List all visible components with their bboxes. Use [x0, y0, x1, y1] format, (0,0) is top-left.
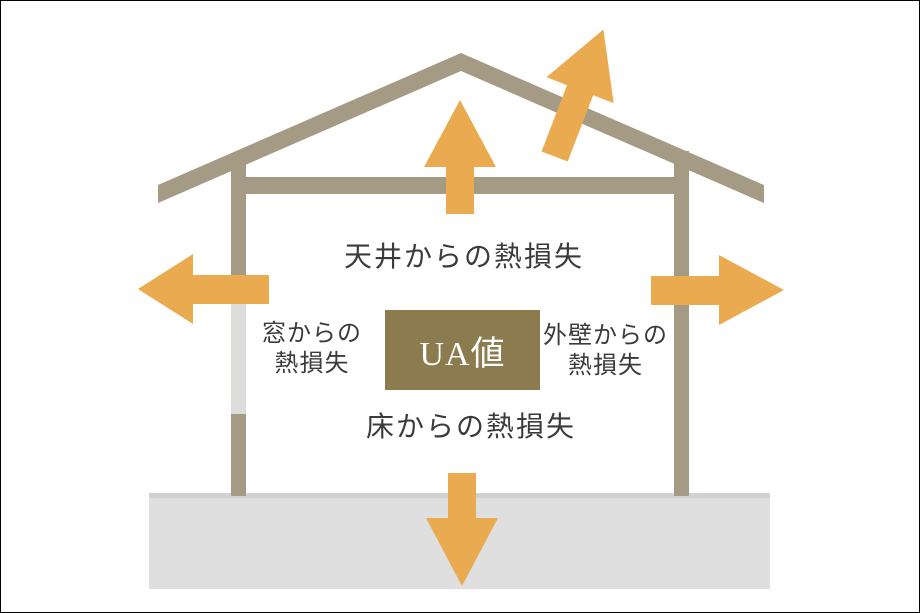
- ceiling-heat-loss-label: 天井からの熱損失: [343, 242, 584, 273]
- up-arrow-icon: [424, 100, 496, 214]
- ua-value-box: UA値: [385, 310, 540, 390]
- outer-wall-heat-loss-label: 外壁からの 熱損失: [528, 321, 683, 381]
- right-wall: [674, 151, 689, 496]
- left-arrow-icon: [138, 254, 269, 324]
- outer-wall-heat-loss-line1: 外壁からの: [543, 323, 668, 349]
- window-pane: [231, 301, 246, 414]
- window-heat-loss-line2: 熱損失: [274, 351, 350, 377]
- ua-value-label: UA値: [419, 335, 506, 373]
- outer-wall-heat-loss-line2: 熱損失: [568, 353, 643, 379]
- window-heat-loss-label: 窓からの 熱損失: [237, 319, 387, 379]
- down-arrow-icon: [426, 473, 498, 586]
- floor-heat-loss-label: 床からの熱損失: [365, 412, 576, 443]
- window-heat-loss-line1: 窓からの: [262, 321, 362, 347]
- right-arrow-icon: [651, 255, 784, 325]
- diagonal-arrow-icon: [541, 29, 614, 162]
